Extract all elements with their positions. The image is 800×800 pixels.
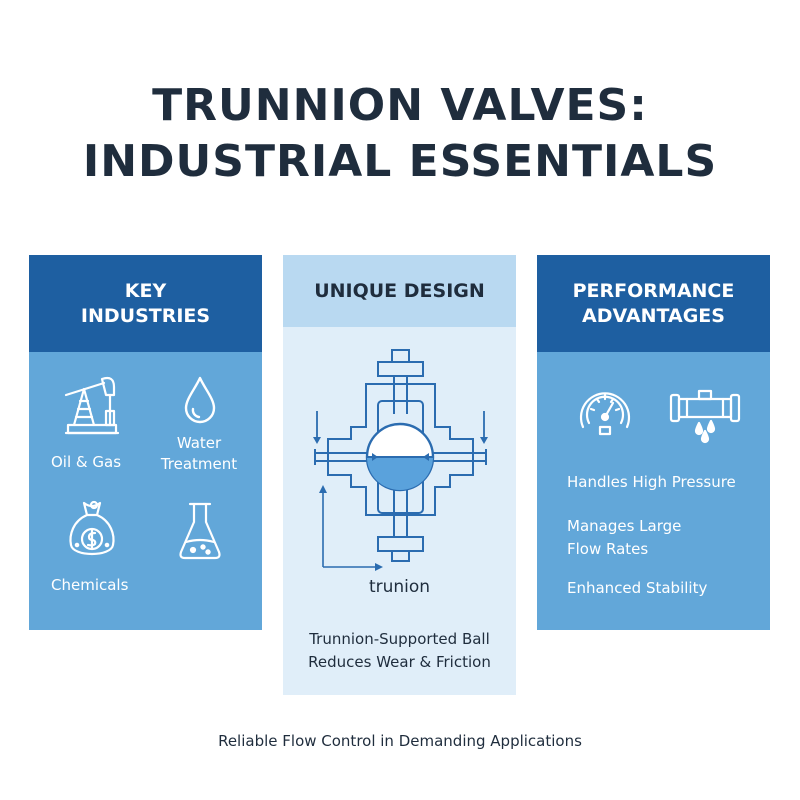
performance-header-line-2: ADVANTAGES — [582, 304, 725, 327]
bottom-stem-cap — [391, 550, 410, 562]
performance-header-line-1: PERFORMANCE — [572, 279, 735, 302]
key-industries-header: KEY INDUSTRIES — [29, 255, 262, 352]
valve-ball-fill — [367, 457, 433, 490]
flow-rates-label-line-1: Manages Large — [567, 517, 682, 535]
unique-design-header: UNIQUE DESIGN — [283, 255, 516, 327]
top-stem-flange — [377, 361, 424, 377]
stability-label: Enhanced Stability — [567, 579, 708, 597]
water-treatment-label: Water Treatment — [154, 433, 244, 475]
performance-advantages-header: PERFORMANCE ADVANTAGES — [537, 255, 770, 352]
key-industries-header-line-2: INDUSTRIES — [80, 304, 211, 327]
trunion-leader-line — [319, 485, 383, 571]
key-industries-panel: KEY INDUSTRIES Oil & Gas Water Treatment — [29, 255, 262, 630]
chemicals-bag-icon — [69, 500, 115, 556]
right-flow-arrow — [480, 437, 488, 444]
inflow-arrowhead — [372, 453, 378, 461]
leaking-pipe-icon — [669, 389, 741, 444]
performance-advantages-panel: PERFORMANCE ADVANTAGES Handles High Pres… — [537, 255, 770, 630]
outflow-arrowhead — [423, 453, 429, 461]
water-treatment-label-line-2: Treatment — [160, 455, 238, 473]
high-pressure-label: Handles High Pressure — [567, 473, 736, 491]
unique-design-panel: UNIQUE DESIGN — [283, 255, 516, 695]
oil-gas-label: Oil & Gas — [51, 453, 122, 471]
flask-icon — [179, 502, 221, 560]
water-treatment-label-line-1: Water — [176, 434, 222, 452]
left-flow-arrow — [313, 437, 321, 444]
page-title: TRUNNION VALVES: INDUSTRIAL ESSENTIALS — [0, 78, 800, 190]
title-line-2: INDUSTRIAL ESSENTIALS — [82, 136, 718, 187]
title-line-1: TRUNNION VALVES: — [152, 80, 648, 131]
flow-rates-label: Manages Large Flow Rates — [567, 515, 681, 561]
design-caption: Trunnion-Supported Ball Reduces Wear & F… — [283, 628, 516, 674]
pressure-gauge-icon — [579, 392, 631, 436]
key-industries-header-line-1: KEY — [124, 279, 167, 302]
design-caption-line-2: Reduces Wear & Friction — [308, 653, 491, 671]
trunnion-valve-diagram — [313, 349, 488, 562]
valve-body-outline — [327, 383, 474, 516]
footer-tagline: Reliable Flow Control in Demanding Appli… — [218, 732, 582, 750]
oil-pumpjack-icon — [64, 376, 120, 435]
chemicals-label: Chemicals — [51, 576, 129, 594]
trunion-label: trunion — [368, 577, 431, 597]
top-stem-cap — [391, 349, 410, 363]
flow-rates-label-line-2: Flow Rates — [567, 540, 649, 558]
water-drop-icon — [184, 376, 216, 424]
design-caption-line-1: Trunnion-Supported Ball — [309, 630, 490, 648]
unique-design-header-text: UNIQUE DESIGN — [314, 279, 485, 302]
